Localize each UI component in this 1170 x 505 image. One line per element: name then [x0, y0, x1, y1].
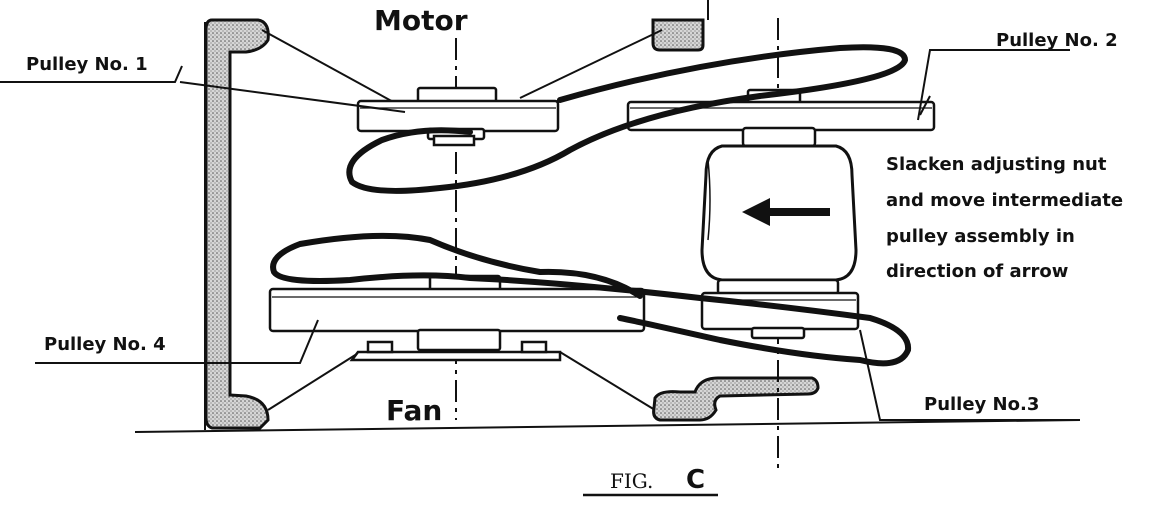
pulley-no2 — [626, 88, 936, 148]
instruction-line-1: Slacken adjusting nut — [886, 154, 1107, 175]
base-line — [134, 419, 1081, 433]
motor-mount-lines — [261, 29, 663, 411]
instruction-line-3: pulley assembly in — [886, 226, 1075, 247]
left-frame-channel — [204, 18, 270, 430]
top-right-bracket — [651, 18, 705, 52]
lower-belt — [270, 232, 912, 367]
instruction-line-4: direction of arrow — [886, 261, 1068, 282]
pulley-no1-label: Pulley No. 1 — [26, 54, 148, 75]
leader-lines — [0, 49, 1080, 421]
pulley-no2-label: Pulley No. 2 — [996, 30, 1118, 51]
pulley-no4-label: Pulley No. 4 — [44, 334, 166, 355]
instruction-line-2: and move intermediate — [886, 190, 1123, 211]
fan-label: Fan — [386, 394, 442, 427]
upper-belt — [346, 44, 909, 194]
bottom-right-bracket — [652, 376, 820, 422]
figure-caption-prefix: FIG. — [610, 469, 653, 493]
pulley-no3-label: Pulley No.3 — [924, 394, 1039, 415]
instruction-text: Slacken adjusting nut and move intermedi… — [886, 154, 1123, 282]
figure-caption: FIG. C — [583, 465, 718, 497]
move-direction-arrow — [742, 198, 830, 226]
figure-caption-letter: C — [686, 465, 705, 495]
motor-label: Motor — [374, 4, 468, 37]
